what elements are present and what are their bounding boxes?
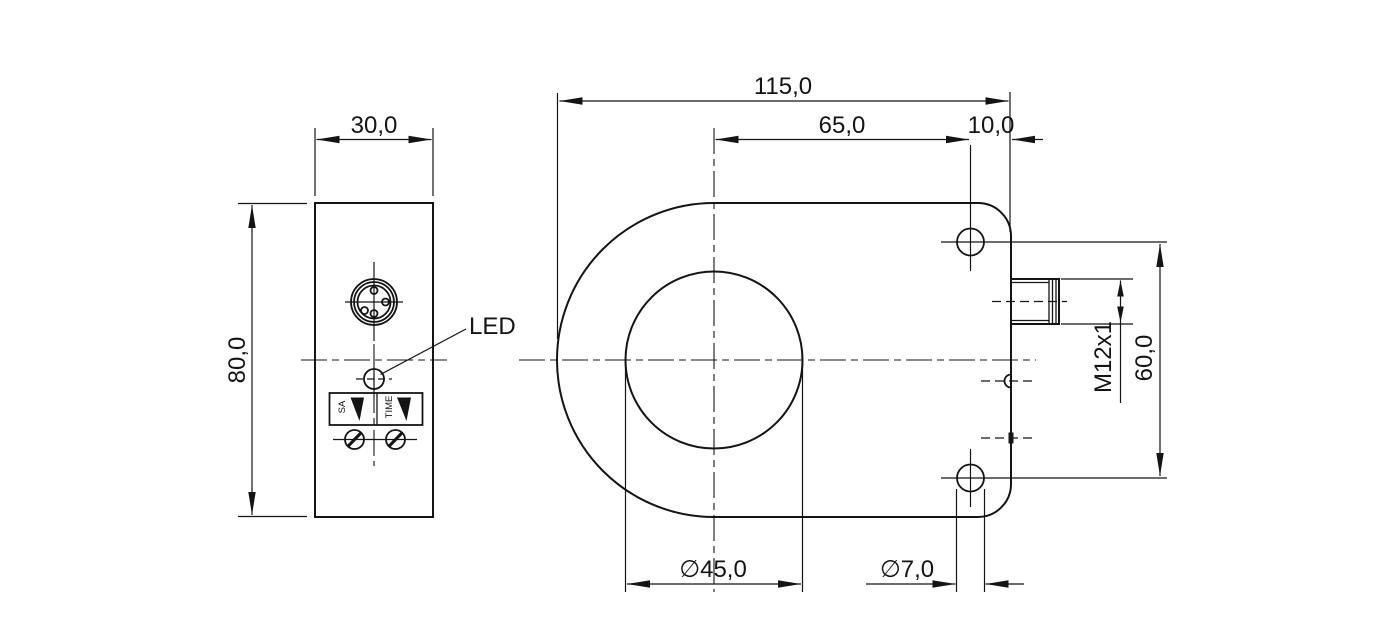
dimension-30: 30,0	[314, 112, 434, 196]
side-view-connector	[345, 262, 403, 341]
pot-panel-outline	[328, 392, 424, 426]
led-label: LED	[469, 313, 516, 340]
dimension-65: 65,0	[715, 112, 969, 144]
led-leader-line	[380, 328, 467, 376]
side-bore-half-circle	[1003, 373, 1012, 389]
dim-80-text: 80,0	[224, 337, 251, 384]
screw-right	[385, 429, 406, 450]
adjustment-screws	[333, 429, 417, 450]
dim-65-text: 65,0	[819, 112, 866, 139]
led-indicator: LED	[356, 313, 516, 391]
hidden-side-features	[981, 373, 1032, 444]
connector-pin	[360, 306, 369, 315]
dimension-m12: M12x1	[1061, 278, 1133, 403]
dim-60-text: 60,0	[1131, 335, 1158, 382]
pot-time-wedge-icon	[397, 397, 411, 421]
dimension-60: 60,0	[1131, 244, 1164, 476]
dim-30-text: 30,0	[351, 112, 398, 139]
screw-left	[344, 429, 365, 450]
pot-sa-wedge-icon	[350, 397, 364, 421]
potentiometer-panel: SA TIME	[328, 392, 424, 426]
screw-left-slot	[346, 431, 363, 448]
side-screw-mark	[1008, 432, 1014, 444]
dim-45-text: ∅45,0	[679, 556, 747, 583]
pot-sa-label: SA	[337, 400, 348, 413]
front-view-outline	[555, 202, 1012, 518]
pot-time-label: TIME	[384, 396, 395, 419]
dim-10-text: 10,0	[968, 112, 1015, 139]
screw-right-slot	[387, 431, 404, 448]
dimension-80: 80,0	[224, 202, 307, 518]
dim-115-text: 115,0	[754, 73, 812, 100]
side-view: LED SA TIME 30,0	[224, 112, 516, 518]
dim-7-text: ∅7,0	[880, 556, 934, 583]
dim-m12-text: M12x1	[1090, 321, 1117, 393]
dimension-115: 115,0	[556, 73, 1011, 339]
dimension-10: 10,0	[968, 112, 1043, 144]
connector-stub	[992, 278, 1067, 325]
dimension-bore-45: ∅45,0	[624, 363, 804, 592]
front-view: 115,0 65,0 10,0 60,0 M12x1	[519, 73, 1167, 592]
dimension-hole-7: ∅7,0	[866, 489, 1024, 592]
